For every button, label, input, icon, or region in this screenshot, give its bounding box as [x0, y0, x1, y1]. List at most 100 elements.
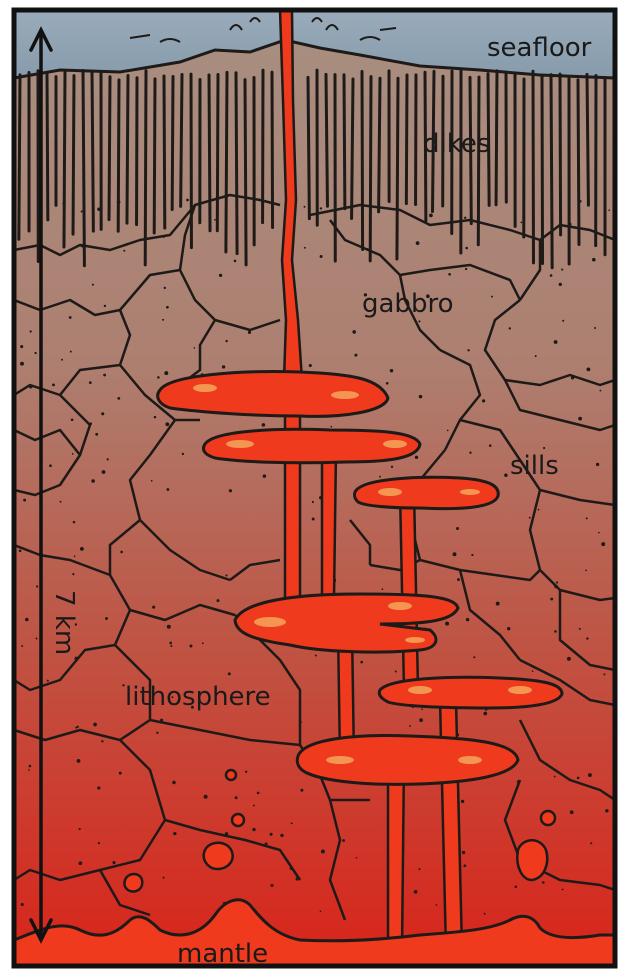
speckle [456, 527, 459, 530]
dike-stroke [326, 74, 327, 206]
speckle [104, 305, 106, 307]
dike-stroke [560, 74, 561, 235]
speckle [20, 362, 24, 366]
speckle [60, 501, 62, 503]
speckle [77, 759, 81, 763]
speckle [214, 219, 216, 221]
dike-stroke [64, 72, 65, 247]
speckle [117, 200, 121, 204]
speckle [52, 384, 55, 387]
speckle [172, 781, 175, 784]
speckle [69, 316, 72, 319]
speckle [81, 210, 83, 212]
speckle [418, 320, 420, 322]
speckle [253, 805, 255, 807]
speckle [91, 479, 95, 483]
dike-stroke [145, 71, 146, 265]
speckle [291, 822, 293, 824]
speckle [74, 555, 76, 557]
dike-stroke [308, 77, 309, 218]
speckle [265, 842, 268, 845]
speckle [304, 206, 306, 208]
speckle [483, 712, 487, 716]
dike-stroke [496, 71, 497, 205]
dike-stroke [344, 75, 345, 209]
speckle [554, 630, 557, 633]
dike-stroke [379, 78, 380, 212]
speckle [263, 474, 267, 478]
speckle [152, 606, 155, 609]
speckle [290, 867, 293, 870]
speckle [101, 740, 103, 742]
speckle [164, 287, 166, 289]
speckle [415, 456, 418, 459]
speckle [507, 627, 510, 630]
speckle [366, 248, 368, 250]
speckle [170, 645, 172, 647]
speckle [559, 283, 562, 286]
speckle [105, 617, 108, 620]
speckle [235, 796, 238, 799]
dike-stroke [83, 71, 84, 266]
speckle [465, 268, 467, 270]
speckle [482, 399, 485, 402]
speckle [107, 458, 109, 460]
dike-stroke [19, 75, 20, 239]
dike-stroke [551, 75, 552, 268]
speckle [429, 214, 433, 218]
speckle [194, 347, 196, 349]
speckle [379, 476, 381, 478]
speckle [262, 423, 266, 427]
speckle [562, 889, 564, 891]
speckle [257, 792, 260, 795]
label-gabbro: gabbro [362, 289, 453, 319]
speckle [169, 642, 172, 645]
speckle [225, 832, 228, 835]
speckle [453, 552, 457, 556]
speckle [382, 588, 384, 590]
speckle [463, 864, 466, 867]
label-dikes: dikes [423, 129, 490, 159]
speckle [73, 521, 76, 524]
speckle [600, 390, 602, 392]
speckle [320, 910, 322, 912]
speckle [594, 327, 596, 329]
speckle [484, 913, 486, 915]
speckle [77, 726, 79, 728]
speckle [312, 518, 315, 521]
speckle [515, 886, 518, 889]
speckle [62, 202, 65, 205]
speckle [79, 861, 83, 865]
speckle [561, 269, 563, 271]
speckle [315, 655, 317, 657]
speckle [386, 382, 389, 385]
speckle [356, 857, 358, 859]
speckle [320, 255, 323, 258]
speckle [321, 850, 325, 854]
speckle [554, 340, 558, 344]
speckle [34, 352, 36, 354]
speckle [300, 789, 303, 792]
speckle [225, 340, 227, 342]
speckle [92, 284, 94, 286]
speckle [554, 776, 556, 778]
speckle [538, 509, 540, 511]
speckle [577, 777, 580, 780]
speckle [25, 618, 29, 622]
dike-stroke [154, 79, 155, 233]
dike-stroke [47, 74, 48, 220]
speckle [457, 578, 460, 581]
speckle [579, 200, 581, 202]
speckle [603, 673, 605, 675]
speckle [586, 637, 588, 639]
speckle [20, 345, 23, 348]
speckle [542, 881, 545, 884]
speckle [119, 772, 122, 775]
speckle [70, 351, 72, 353]
speckle [204, 795, 208, 799]
speckle [123, 250, 125, 252]
speckle [49, 464, 52, 467]
speckle [97, 786, 100, 789]
